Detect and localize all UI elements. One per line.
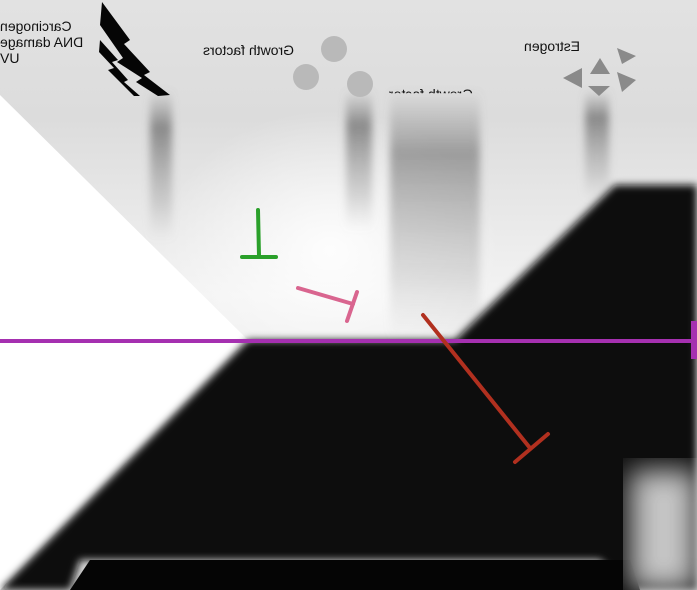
estrogen-label: Estrogen (524, 38, 581, 54)
dark-lower-region (0, 185, 697, 590)
dark-base (70, 560, 640, 590)
streak-carcinogen (150, 90, 172, 240)
red-inhibitor-arrow (421, 313, 550, 464)
streak-growth-factor-2 (390, 90, 480, 340)
lightning-bolt-icon (99, 2, 170, 96)
label-carcinogen: Carcinogen (0, 18, 72, 34)
growth-factor-circle-icon (293, 36, 373, 97)
light-corner (630, 470, 697, 590)
growth-factors-label: Growth factors (203, 42, 295, 58)
label-dna-damage: DNA damage (0, 34, 84, 50)
pink-inhibitor-arrow (296, 286, 359, 323)
estrogen-triangle-icon (563, 48, 636, 96)
green-inhibitor-arrow (240, 208, 278, 259)
label-uv: UV (0, 50, 20, 66)
dark-region (0, 185, 697, 590)
carcinogen-label: Carcinogen DNA damage UV (0, 18, 95, 66)
streak-growth-factor-1 (346, 90, 372, 230)
streak-estrogen (585, 90, 609, 200)
signal-streaks (150, 90, 609, 340)
